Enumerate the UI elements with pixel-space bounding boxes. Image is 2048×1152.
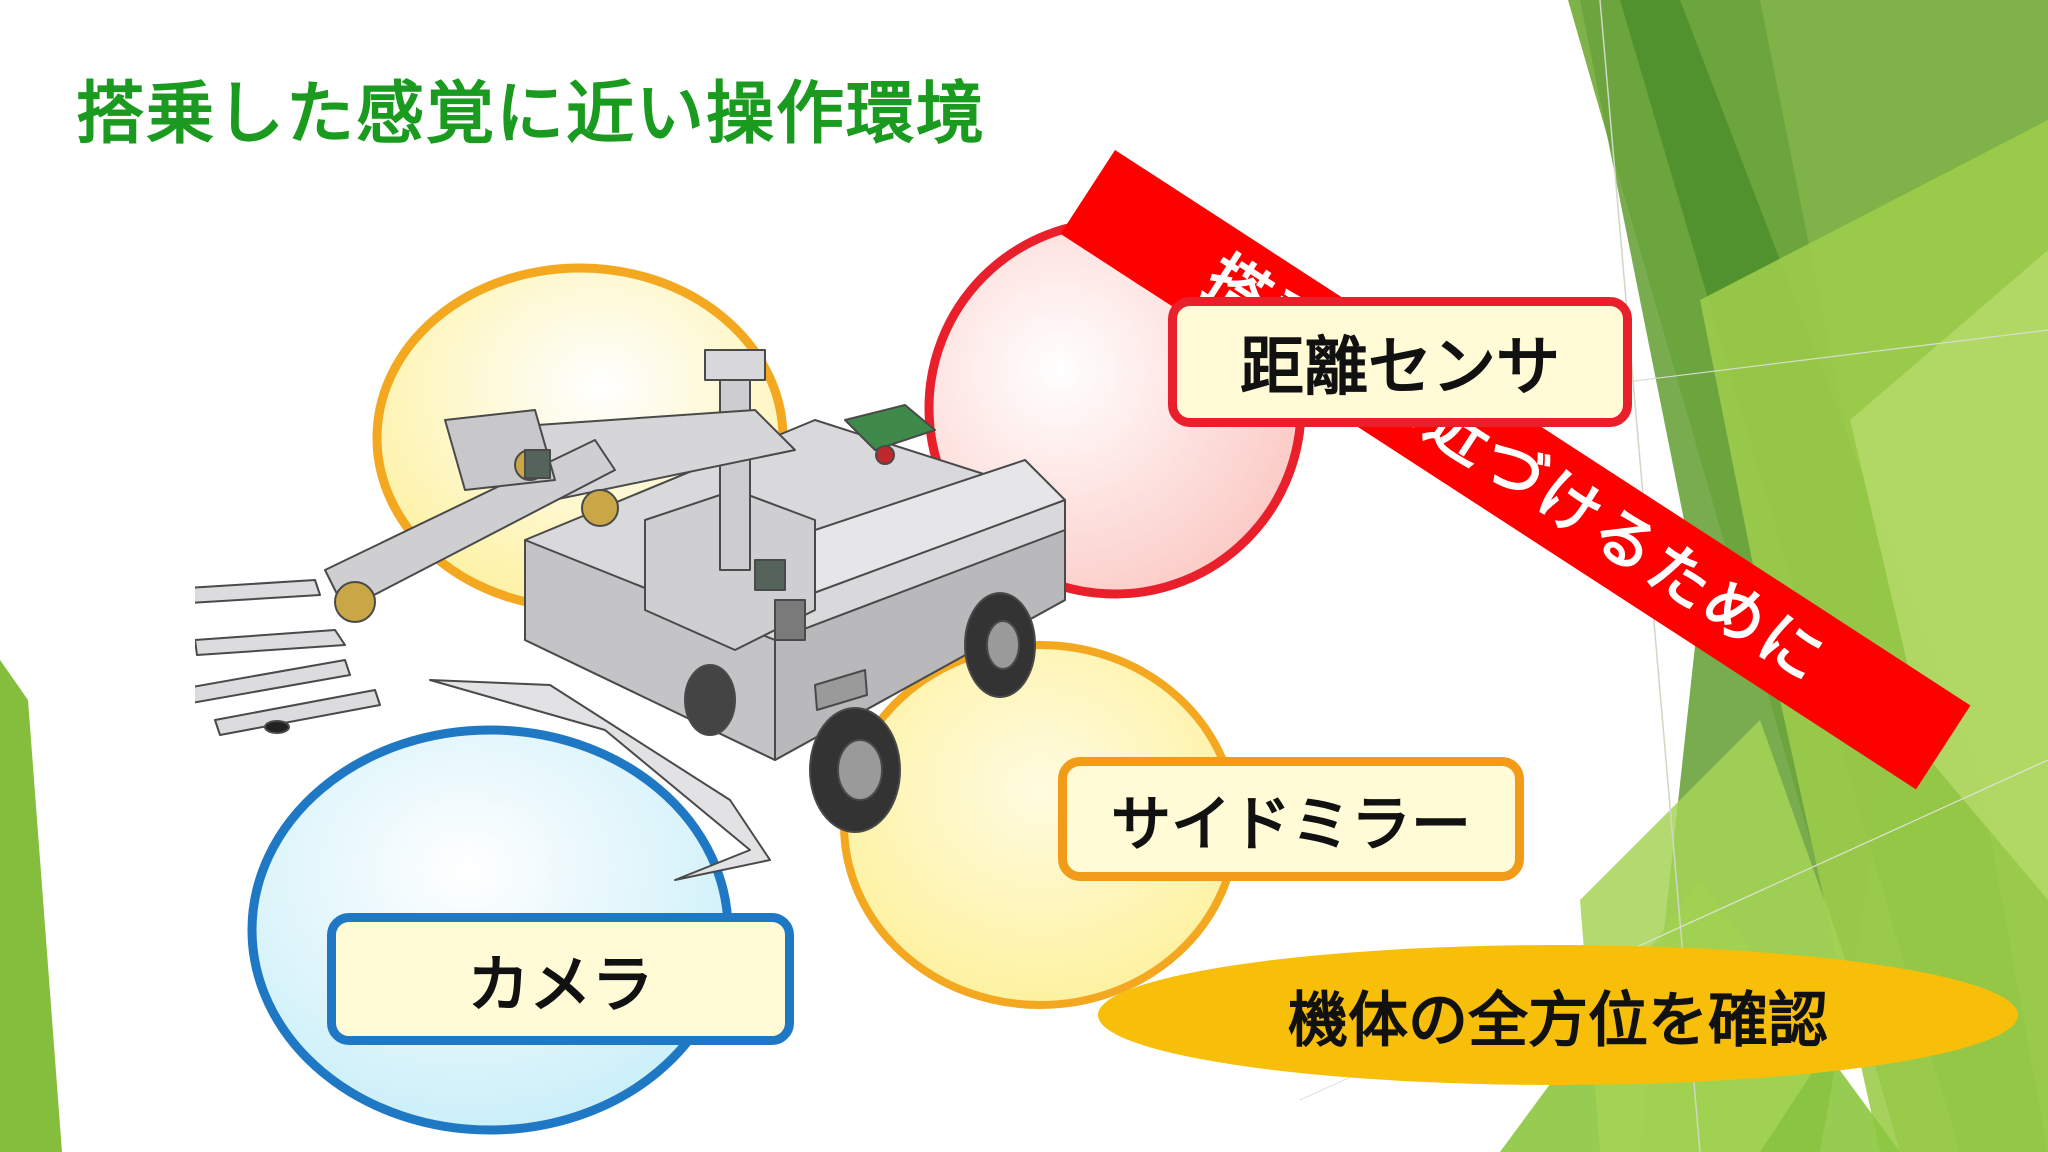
label-side-mirror: サイドミラー bbox=[1058, 757, 1524, 881]
label-distance-sensor: 距離センサ bbox=[1168, 297, 1632, 427]
green-facets-right bbox=[1299, 0, 2048, 1152]
green-facet-left bbox=[0, 660, 62, 1152]
slide-title: 搭乗した感覚に近い操作環境 bbox=[76, 75, 987, 154]
conclusion-ellipse: 機体の全方位を確認 bbox=[1098, 945, 2018, 1085]
label-camera: カメラ bbox=[327, 913, 794, 1045]
robot-illustration bbox=[195, 349, 1066, 881]
